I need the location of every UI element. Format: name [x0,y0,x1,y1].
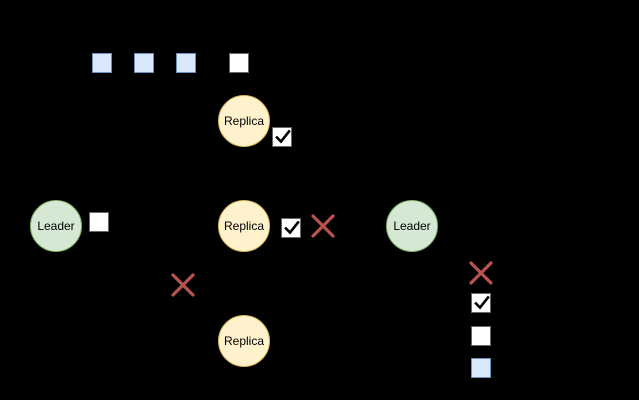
ack-box-top [272,127,292,147]
log-entry-blue-1 [92,53,112,73]
replica-middle: Replica [218,200,270,252]
replica-middle-label: Replica [223,219,265,233]
log-entry-blue-3 [176,53,196,73]
replica-top: Replica [218,95,270,147]
leader-right: Leader [386,200,438,252]
cross-icon [311,214,335,238]
cross-icon [171,273,195,297]
replica-bottom-label: Replica [223,334,265,348]
leader-left: Leader [30,200,82,252]
log-entry-blue-2 [134,53,154,73]
leader-right-label: Leader [393,219,431,233]
leader-pending-entry [89,212,109,232]
check-icon [275,129,291,144]
ack-box-middle [281,218,301,238]
legend-cross-icon [469,261,493,285]
replica-bottom: Replica [218,315,270,367]
log-entry-empty [229,53,249,73]
replica-top-label: Replica [223,114,265,128]
leader-left-label: Leader [37,219,75,233]
legend-check-box [471,293,491,313]
check-icon [284,220,300,235]
legend-empty-entry [471,326,491,346]
legend-blue-entry [471,358,491,378]
check-icon [474,295,490,310]
